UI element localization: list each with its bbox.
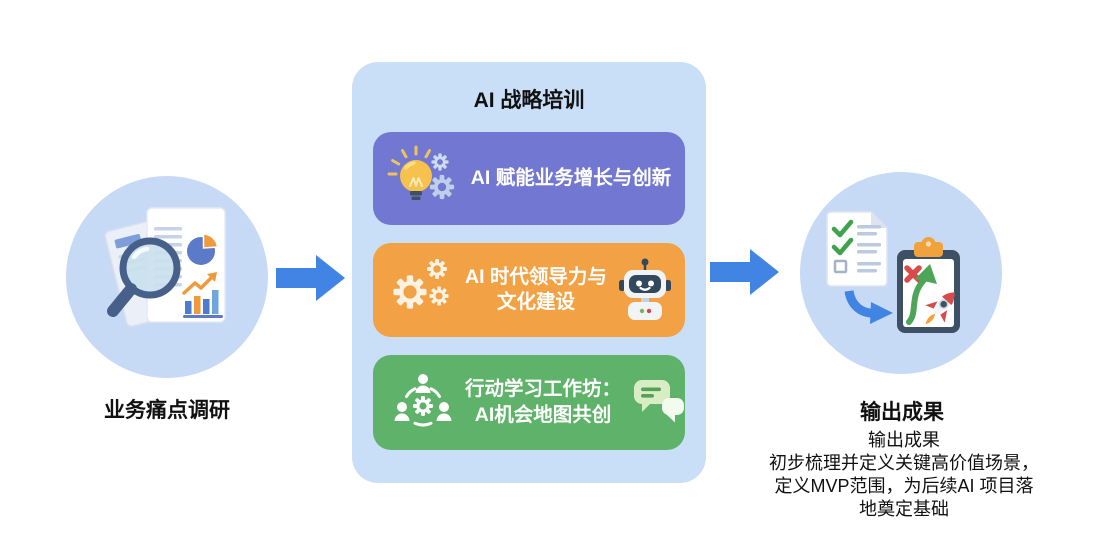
- right-step-label: 输出成果: [860, 401, 944, 424]
- output-description-line: 初步梳理并定义关键高价值场景，: [769, 453, 1039, 473]
- output-circle: [800, 172, 1002, 374]
- output-description-line: 定义MVP范围，为后续AI 项目落: [774, 476, 1034, 496]
- card-leadership-label: AI 时代领导力与 文化建设: [465, 265, 607, 313]
- flow-arrow-icon: [710, 249, 779, 295]
- checklist-clipboard-rocket-icon: [826, 211, 960, 333]
- output-description: 输出成果 初步梳理并定义关键高价值场景， 定义MVP范围，为后续AI 项目落 地…: [732, 429, 1076, 521]
- card-workshop-label: 行动学习工作坊： AI机会地图共创: [465, 378, 622, 426]
- gears-icon: [381, 250, 465, 330]
- team-gear-icon: [381, 366, 465, 440]
- flow-arrow-icon: [276, 255, 345, 301]
- output-description-line: 地奠定基础: [859, 499, 949, 519]
- research-circle: [66, 176, 268, 378]
- card-ai-growth: AI 赋能业务增长与创新: [373, 132, 685, 225]
- output-description-line: 输出成果: [868, 430, 940, 450]
- training-panel: AI 战略培训: [352, 62, 706, 483]
- card-leadership: AI 时代领导力与 文化建设: [373, 243, 685, 337]
- card-workshop: 行动学习工作坊： AI机会地图共创: [373, 355, 685, 450]
- lightbulb-gears-icon: [381, 140, 465, 218]
- chat-bubbles-icon: [621, 368, 697, 438]
- left-step-label: 业务痛点调研: [104, 399, 230, 422]
- panel-title: AI 战略培训: [473, 89, 585, 112]
- card-ai-growth-label: AI 赋能业务增长与创新: [470, 166, 672, 189]
- robot-icon: [607, 255, 683, 325]
- magnifier-report-icon: [104, 207, 226, 327]
